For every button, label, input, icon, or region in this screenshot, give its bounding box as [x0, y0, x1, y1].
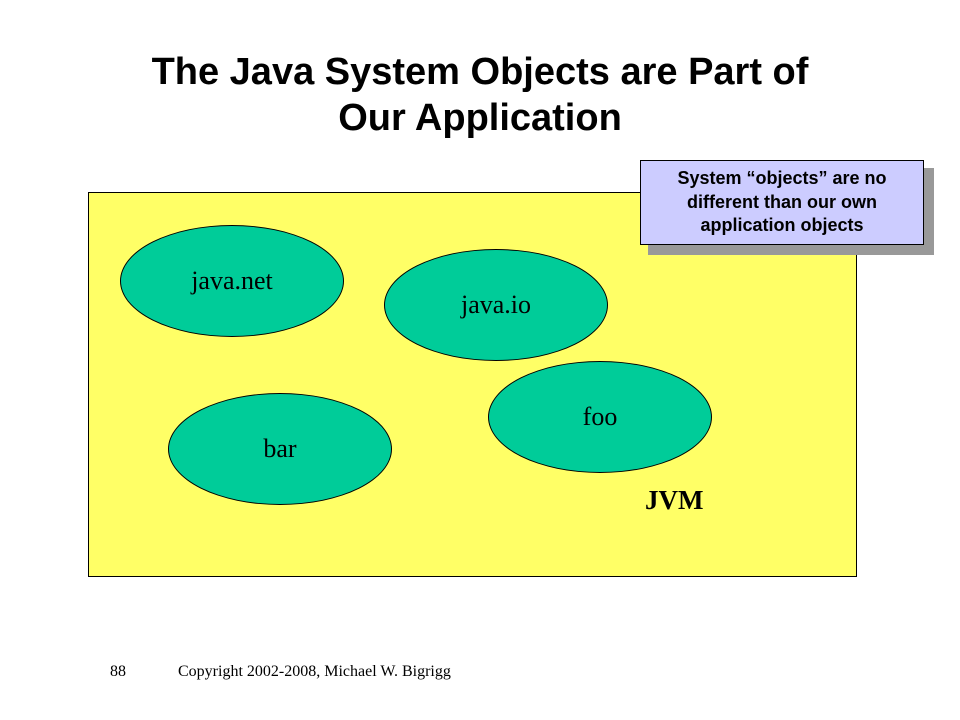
object-label: bar — [263, 434, 297, 463]
jvm-label: JVM — [645, 485, 704, 515]
object-bar: bar — [168, 393, 392, 505]
callout-box: System “objects” are no different than o… — [640, 160, 924, 245]
object-label: java.io — [460, 290, 532, 319]
object-foo: foo — [488, 361, 712, 473]
title-line-1: The Java System Objects are Part of — [151, 51, 809, 93]
copyright: Copyright 2002-2008, Michael W. Bigrigg — [178, 663, 451, 680]
title-line-2: Our Application — [338, 96, 622, 139]
object-label: java.net — [191, 266, 273, 295]
page-number: 88 — [110, 663, 126, 680]
slide-title: The Java System Objects are Part of Our … — [0, 50, 960, 141]
object-java-io: java.io — [384, 249, 608, 361]
object-label: foo — [582, 402, 618, 431]
callout-text: System “objects” are no different than o… — [677, 168, 887, 236]
object-java-net: java.net — [120, 225, 344, 337]
